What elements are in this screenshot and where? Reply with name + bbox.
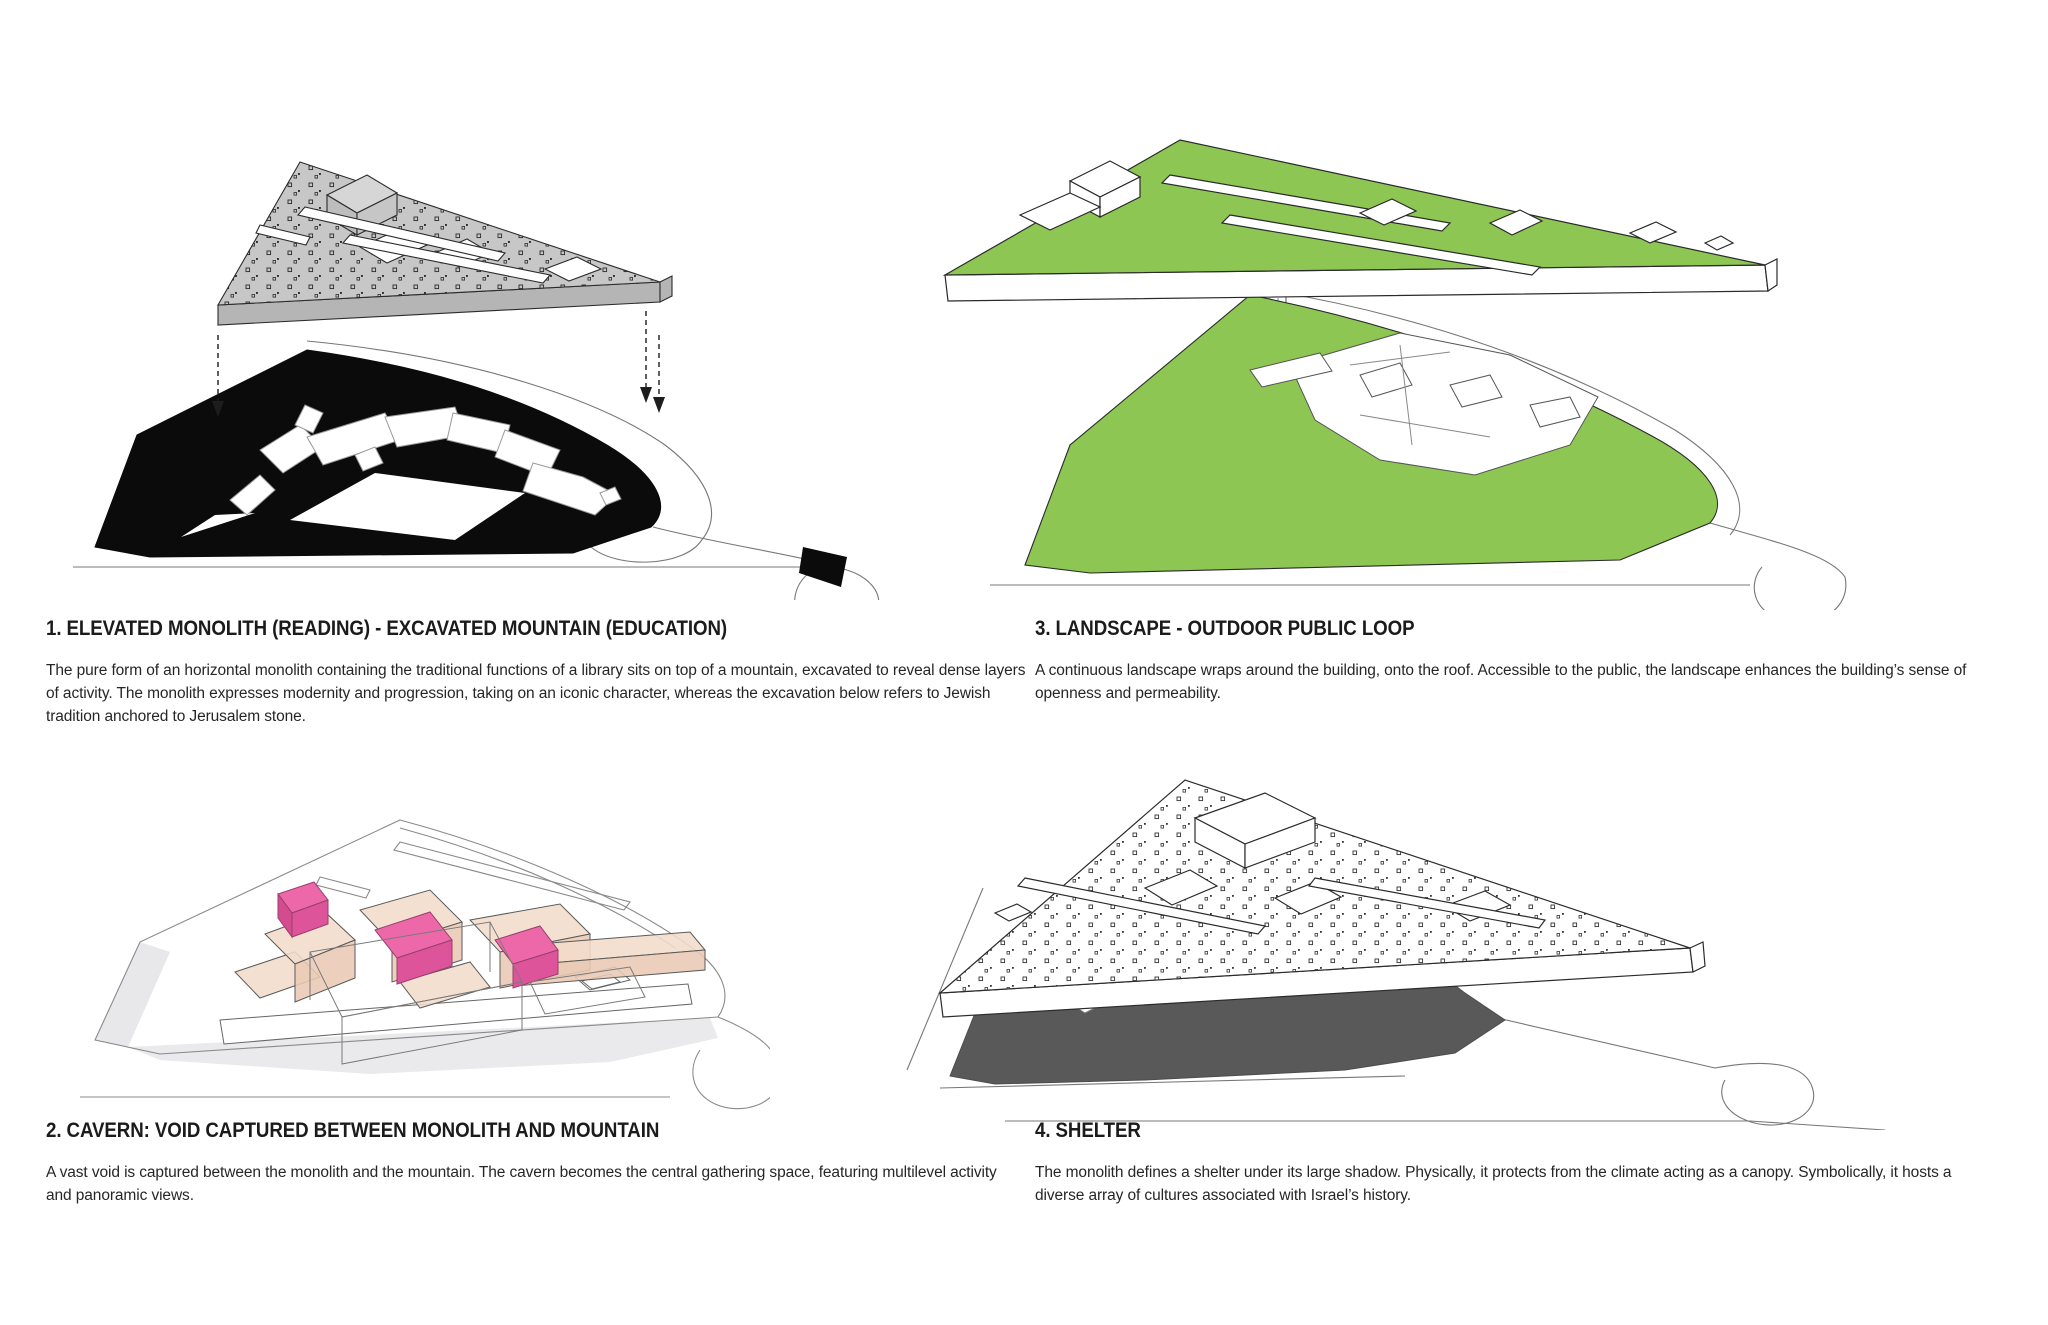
panel-3-title: 3. LANDSCAPE - OUTDOOR PUBLIC LOOP xyxy=(1035,616,1415,640)
panel-1-description: The pure form of an horizontal monolith … xyxy=(46,662,1026,725)
panel-1-title: 1. ELEVATED MONOLITH (READING) - EXCAVAT… xyxy=(46,616,728,640)
drop-arrow-icon xyxy=(653,335,665,413)
panel-4-description: The monolith defines a shelter under its… xyxy=(1035,1164,1952,1204)
panel-4-title: 4. SHELTER xyxy=(1035,1118,1141,1142)
elevated-monolith-excavated-mountain-diagram xyxy=(73,161,880,600)
drop-arrow-icon xyxy=(640,311,652,403)
panel-2-title: 2. CAVERN: VOID CAPTURED BETWEEN MONOLIT… xyxy=(46,1118,660,1142)
panel-2-description: A vast void is captured between the mono… xyxy=(46,1164,997,1204)
cavern-wireframe xyxy=(309,921,646,1065)
excavated-building-cluster xyxy=(181,404,622,540)
cavern-void-diagram xyxy=(80,819,770,1110)
landscape-public-loop-diagram xyxy=(942,139,1847,610)
excavation-tail xyxy=(799,547,847,587)
panel-3-description: A continuous landscape wraps around the … xyxy=(1035,662,1967,702)
shelter-shadow-diagram xyxy=(906,779,1886,1130)
drop-arrow-icon xyxy=(212,335,224,417)
monolith-slab-outline xyxy=(938,779,1706,1018)
landscape-roof-slab xyxy=(942,139,1778,302)
podium-band xyxy=(219,983,693,1045)
panel-2-text: 2. CAVERN: VOID CAPTURED BETWEEN MONOLIT… xyxy=(46,1118,1026,1207)
panel-3-text: 3. LANDSCAPE - OUTDOOR PUBLIC LOOP A con… xyxy=(1035,616,1990,705)
landscape-building-cluster xyxy=(1249,332,1599,476)
site-ground-fill xyxy=(95,942,718,1074)
site-outline xyxy=(990,286,1847,610)
site-outline xyxy=(906,887,1886,1130)
panel-4-text: 4. SHELTER The monolith defines a shelte… xyxy=(1035,1118,1995,1207)
panel-1-text: 1. ELEVATED MONOLITH (READING) - EXCAVAT… xyxy=(46,616,1026,728)
site-outline xyxy=(80,819,770,1110)
monolith-slab xyxy=(217,161,673,326)
site-outline xyxy=(73,340,880,600)
